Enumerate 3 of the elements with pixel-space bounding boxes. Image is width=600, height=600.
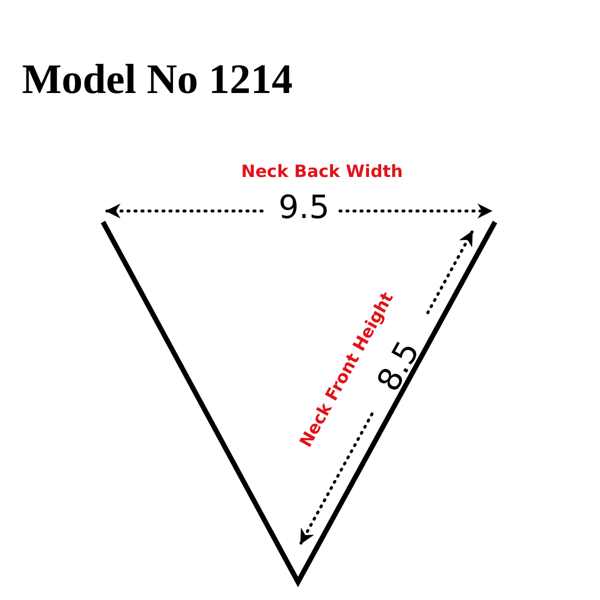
dimension-label: Neck Back Width (241, 162, 403, 182)
title: Model No 1214 (22, 56, 293, 104)
dimension-value: 9.5 (278, 188, 330, 226)
